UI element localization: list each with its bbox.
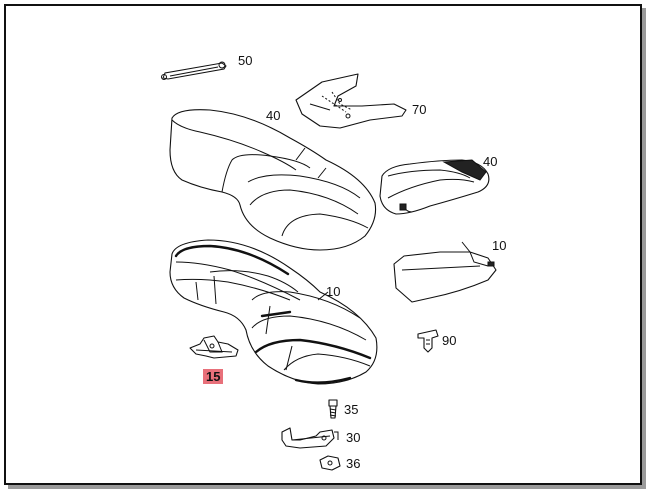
part-90-push-clip[interactable]	[417, 329, 439, 353]
part-15-bracket[interactable]	[189, 335, 239, 359]
part-40-backrest-bolster[interactable]	[379, 159, 490, 215]
label-36: 36	[346, 456, 360, 471]
label-10-seat: 10	[326, 284, 340, 299]
part-40-seat-cushion[interactable]	[169, 109, 377, 251]
part-36-nut[interactable]	[319, 455, 341, 471]
part-30-bracket-rod[interactable]	[281, 427, 339, 449]
part-35-screw[interactable]	[328, 399, 338, 419]
part-50-wire-clip[interactable]	[161, 61, 227, 80]
label-10-pad: 10	[492, 238, 506, 253]
part-10-side-pad[interactable]	[393, 241, 497, 303]
label-40-cushion: 40	[266, 108, 280, 123]
highlight-box-15	[203, 369, 223, 384]
label-15: 15	[206, 369, 220, 384]
part-70-cover-panel[interactable]	[295, 73, 407, 129]
label-35: 35	[344, 402, 358, 417]
label-70: 70	[412, 102, 426, 117]
label-90: 90	[442, 333, 456, 348]
label-30: 30	[346, 430, 360, 445]
part-10-upholstered-seat[interactable]	[169, 239, 378, 385]
label-40-back: 40	[483, 154, 497, 169]
label-50: 50	[238, 53, 252, 68]
